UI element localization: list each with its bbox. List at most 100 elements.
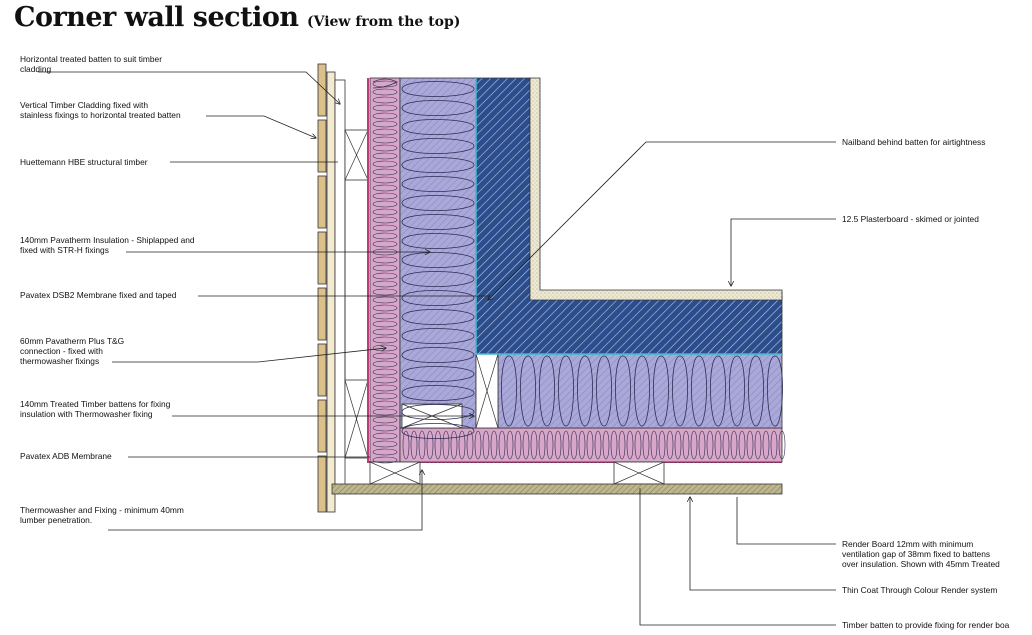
pavatherm-plus-loop (474, 430, 482, 460)
pavatherm-plus-loop (730, 430, 738, 460)
insulation-loop (401, 100, 475, 116)
pavatherm-plus-loops-v (372, 78, 398, 89)
insulation-loop (401, 290, 475, 306)
insulation-loop (653, 355, 669, 427)
pavatherm-plus-loop (372, 256, 398, 264)
title-sub: (View from the top) (306, 14, 461, 30)
label-line: Thin Coat Through Colour Render system (842, 585, 997, 595)
label-line: over insulation. Shown with 45mm Treated (842, 559, 1000, 569)
insulation-loop (539, 355, 555, 427)
label-render-system: Thin Coat Through Colour Render system (842, 585, 997, 595)
pavatherm-plus-loop (490, 430, 498, 460)
label-line: connection - fixed with (20, 346, 103, 356)
insulation-loop (710, 355, 726, 427)
pavatherm-plus-loops (372, 80, 786, 464)
pavatherm-plus-loop (642, 430, 650, 460)
pavatherm-plus-loop (410, 430, 418, 460)
pavatherm-plus-loop (372, 264, 398, 272)
label-line: 60mm Pavatherm Plus T&G (20, 336, 124, 346)
labels-right: Nailband behind batten for airtightness 1… (842, 137, 1010, 630)
insulation-loop (577, 355, 593, 427)
pavatherm-plus-loop (372, 368, 398, 376)
pavatherm-140-vertical (399, 77, 477, 429)
label-line: Thermowasher and Fixing - minimum 40mm (20, 505, 184, 515)
label-line: Pavatex DSB2 Membrane fixed and taped (20, 290, 177, 300)
label-line: stainless fixings to horizontal treated … (20, 110, 181, 120)
pavatherm-plus-loop (372, 120, 398, 128)
pavatherm-plus-loop (372, 200, 398, 208)
pavatherm-plus-loop (372, 192, 398, 200)
pavatherm-plus-loop (372, 184, 398, 192)
label-line: Render Board 12mm with minimum (842, 539, 973, 549)
pavatherm-plus-loop (372, 224, 398, 232)
hbe-structural-timber (475, 77, 783, 355)
pavatherm-plus-loop (372, 288, 398, 296)
pavatherm-plus-loop (372, 352, 398, 360)
pavatherm-plus-loop (372, 376, 398, 384)
pavatherm-plus-loop (372, 176, 398, 184)
pavatherm-plus-loop (706, 430, 714, 460)
pavatherm-plus-loop (482, 430, 490, 460)
pavatherm-plus-loop (722, 430, 730, 460)
pavatherm-plus-loop (714, 430, 722, 460)
label-line: Timber batten to provide fixing for rend… (842, 620, 1010, 630)
label-line: thermowasher fixings (20, 356, 99, 366)
pavatherm-140-horizontal (497, 353, 783, 429)
pavatherm-plus-loop (372, 240, 398, 248)
label-line: Nailband behind batten for airtightness (842, 137, 985, 147)
pavatherm-plus-loop (372, 112, 398, 120)
pavatherm-plus-loop (538, 430, 546, 460)
insulation-loop (401, 347, 475, 363)
pavatherm-plus-loop (372, 360, 398, 368)
title-main: Corner wall section (14, 2, 299, 33)
insulation-loop (596, 355, 612, 427)
insulation-loop (615, 355, 631, 427)
insulation-loop (729, 355, 745, 427)
pavatherm-plus-loop (530, 430, 538, 460)
pavatherm-plus-loop (498, 430, 506, 460)
pavatherm-plus-loop (586, 430, 594, 460)
label-adb-membrane: Pavatex ADB Membrane (20, 451, 112, 461)
label-line: ventilation gap of 38mm fixed to battens (842, 549, 990, 559)
label-batten-horizontal: Horizontal treated batten to suit timber… (20, 54, 162, 74)
pavatherm-plus-loop (372, 208, 398, 216)
leader-lines-left (38, 71, 490, 531)
pavatherm-plus-loop (372, 272, 398, 280)
insulation-loop (558, 355, 574, 427)
pavatherm-plus-loop (372, 296, 398, 304)
pavatherm-plus-horizontal (399, 427, 783, 463)
label-plasterboard: 12.5 Plasterboard - skimed or jointed (842, 214, 979, 224)
label-line: fixed with STR-H fixings (20, 245, 109, 255)
pavatherm-plus-loop (372, 88, 398, 96)
pavatherm-plus-loop (626, 430, 634, 460)
insulation-loop (401, 404, 475, 420)
insulation-loop (767, 355, 783, 427)
pavatherm-plus-loop (372, 344, 398, 352)
pavatherm-plus-loop (746, 430, 754, 460)
insulation-loop (401, 366, 475, 382)
page-title: Corner wall section (View from the top) (14, 2, 460, 33)
insulation-loop (401, 233, 475, 249)
pavatherm-plus-loop (602, 430, 610, 460)
pavatherm-plus-loop (578, 430, 586, 460)
pavatherm-plus-loop (650, 430, 658, 460)
pavatherm-plus-loop (372, 136, 398, 144)
insulation-loop (691, 355, 707, 427)
pavatherm-plus-loop (372, 432, 398, 440)
insulation-loop (401, 309, 475, 325)
pavatherm-plus-loop (372, 128, 398, 136)
pavatherm-plus-loop (372, 152, 398, 160)
label-line: Horizontal treated batten to suit timber (20, 54, 162, 64)
pavatherm-plus-loop (372, 448, 398, 456)
pavatherm-plus-loop (372, 232, 398, 240)
insulation-loop (501, 355, 517, 427)
insulation-loop (401, 385, 475, 401)
pavatherm-plus-loop (698, 430, 706, 460)
pavatherm-plus-loop (372, 96, 398, 104)
pavatherm-plus-loop (372, 416, 398, 424)
pavatherm-plus-loop (754, 430, 762, 460)
